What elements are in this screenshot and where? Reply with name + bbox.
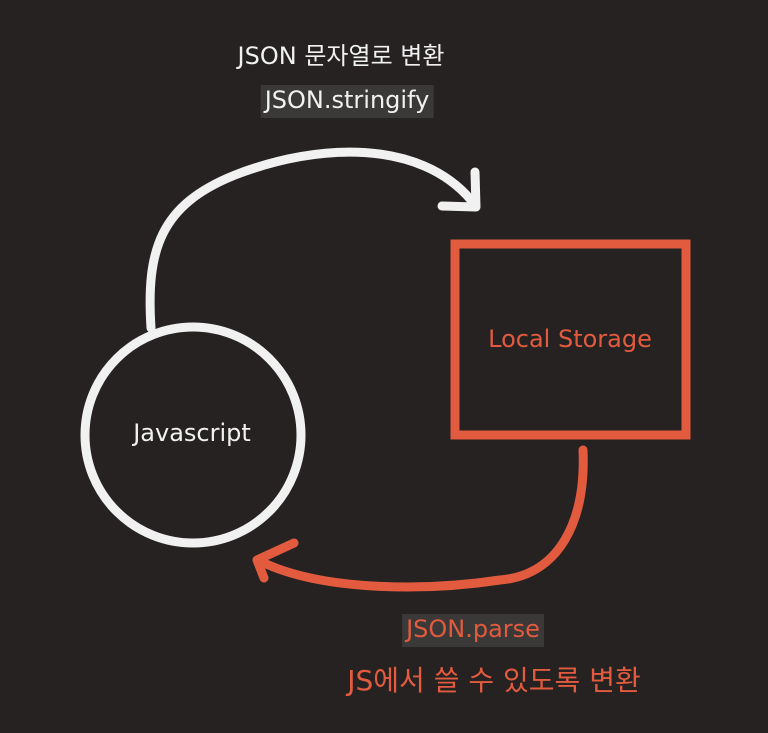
- parse-arrow-path: [257, 445, 588, 592]
- local-storage-node-box: [450, 239, 691, 440]
- javascript-node-label: Javascript: [133, 419, 251, 447]
- parse-code-label: JSON.parse: [402, 614, 544, 647]
- local-storage-node-label: Local Storage: [488, 325, 652, 353]
- stringify-arrowhead: [437, 167, 481, 212]
- parse-caption: JS에서 쓸 수 있도록 변환: [347, 664, 641, 697]
- javascript-node-circle: [80, 322, 306, 548]
- parse-arrowhead: [252, 538, 299, 583]
- stringify-caption: JSON 문자열로 변환: [237, 42, 445, 70]
- stringify-code-label: JSON.stringify: [260, 85, 434, 118]
- stringify-arrow-path: [145, 147, 476, 333]
